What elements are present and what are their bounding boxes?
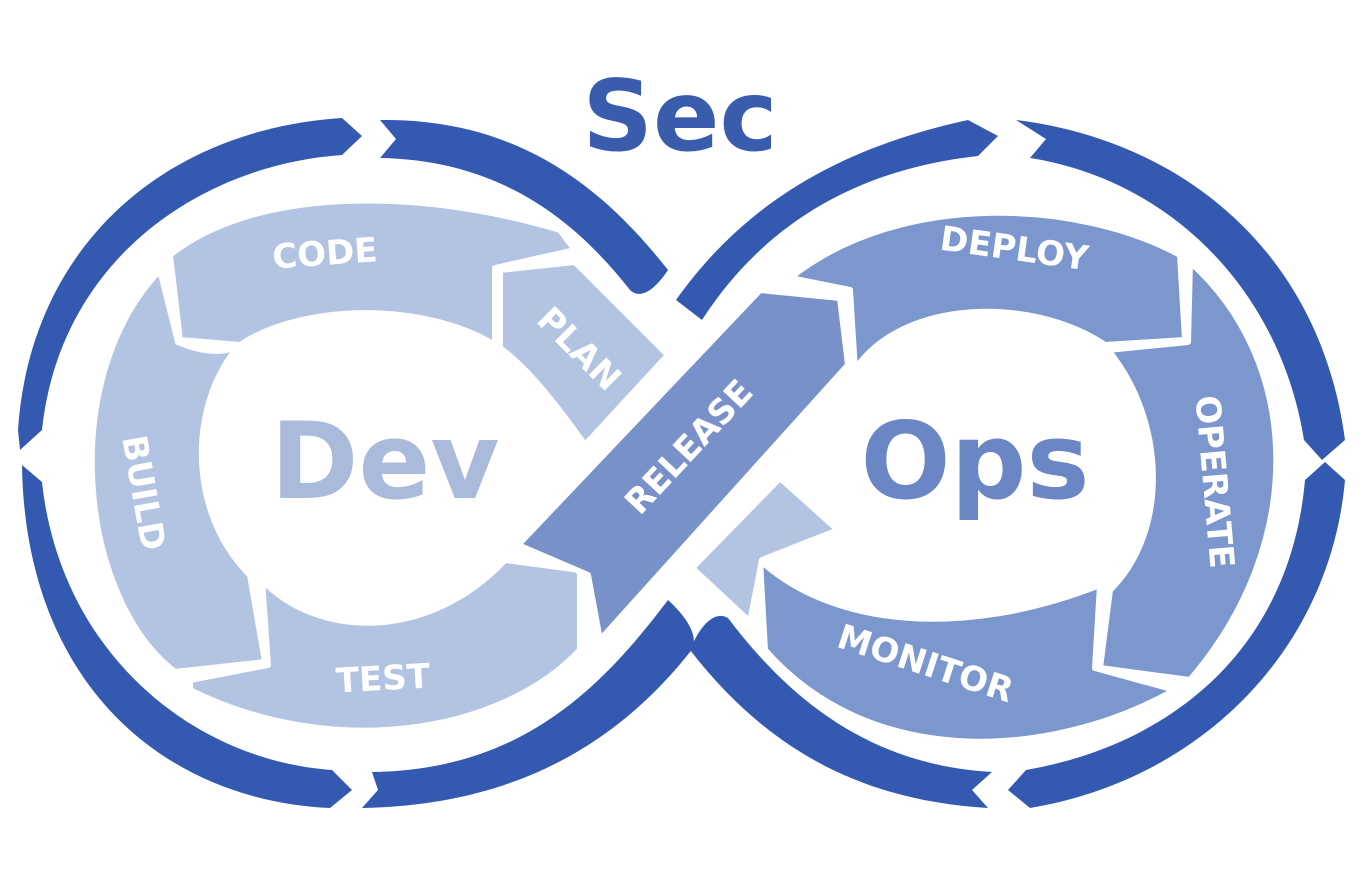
outer-infinity-loop	[18, 118, 1345, 808]
outer-arrow-left-bottom	[22, 465, 352, 808]
outer-arrow-center-bottom-left	[362, 600, 694, 808]
segment-operate	[1097, 259, 1280, 683]
dev-loop	[88, 197, 671, 734]
segment-monitor	[757, 557, 1178, 745]
ops-loop	[689, 209, 1280, 745]
label-code: CODE	[271, 230, 379, 277]
title-sec: Sec	[582, 60, 777, 174]
segment-deploy	[787, 209, 1188, 373]
label-test: TEST	[335, 657, 432, 702]
outer-arrow-center-bottom-right	[690, 615, 992, 808]
outer-arrow-right-top	[1016, 120, 1345, 460]
outer-arrow-center-top-left	[380, 119, 668, 294]
center-ops: Ops	[860, 400, 1089, 523]
outer-arrow-center-top-right	[676, 120, 998, 320]
segment-plan	[497, 259, 671, 448]
segment-monitor-arrowhead	[689, 475, 841, 625]
segment-release	[515, 287, 851, 643]
segment-test	[187, 557, 583, 734]
outer-arrow-left-top	[18, 118, 362, 450]
center-dev: Dev	[271, 400, 500, 523]
segment-code	[167, 197, 578, 348]
segment-build	[88, 267, 268, 675]
outer-arrow-right-bottom	[1008, 462, 1345, 808]
